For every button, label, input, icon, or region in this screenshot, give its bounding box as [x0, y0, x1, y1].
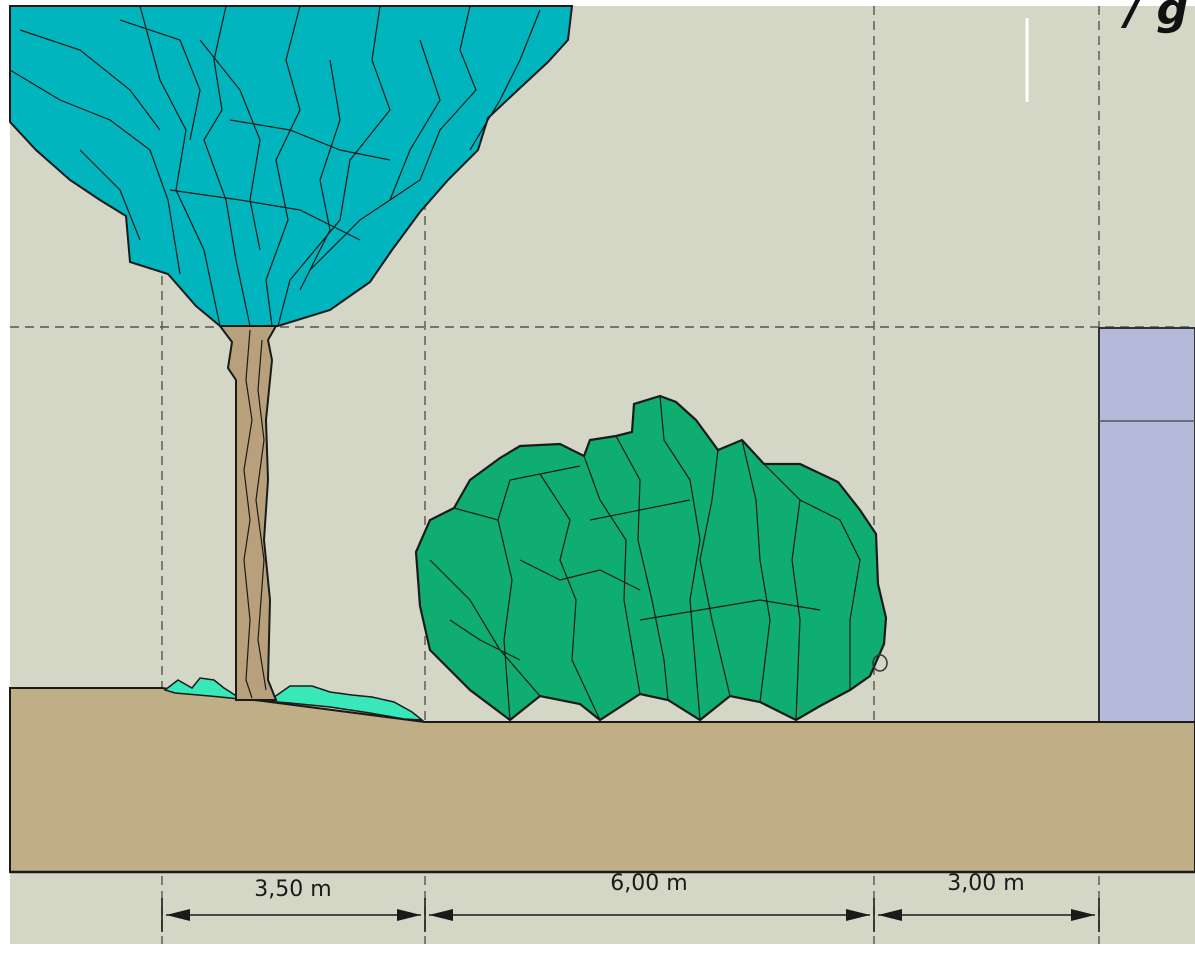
building-facade — [1098, 327, 1195, 723]
arrowhead — [846, 909, 870, 921]
ground-section — [9, 687, 1195, 874]
dimension-label-3: 3,00 m — [947, 871, 1024, 896]
dimension-label-1: 3,50 m — [254, 877, 331, 902]
low-groundcover — [163, 677, 425, 721]
header-fragment: / g — [1120, 0, 1188, 35]
arrowhead — [166, 909, 190, 921]
top-border — [0, 0, 1195, 6]
tree-trunk — [218, 325, 278, 701]
arrowhead — [429, 909, 453, 921]
arrowhead — [878, 909, 902, 921]
dimension-lines: 3,50 m 6,00 m 3,00 m — [161, 871, 1100, 932]
arrowhead — [397, 909, 421, 921]
shrub-mass — [414, 394, 888, 722]
arrowhead — [1071, 909, 1095, 921]
dimension-label-2: 6,00 m — [610, 871, 687, 896]
tree-canopy — [9, 5, 574, 327]
left-border — [0, 0, 10, 954]
bottom-border — [0, 944, 1195, 954]
